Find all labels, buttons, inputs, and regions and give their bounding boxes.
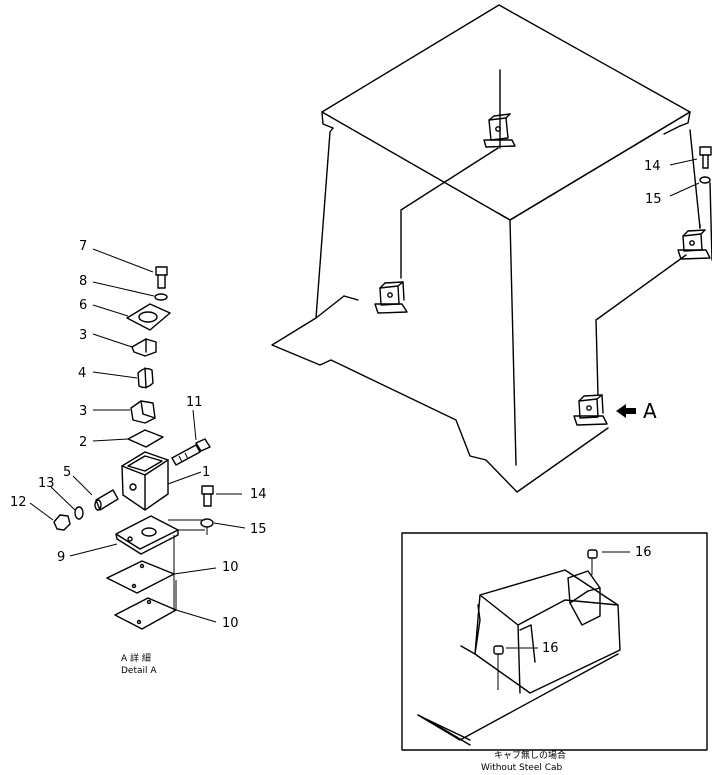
callout-9: 9 [57, 550, 65, 565]
view-marker-label: A [643, 399, 657, 423]
callout-12: 12 [10, 495, 27, 510]
cab-mount-left [374, 281, 408, 314]
callout-3-lower: 3 [79, 404, 87, 419]
part-10-shim-upper [106, 560, 175, 594]
part-3-cushion-upper [131, 338, 157, 357]
callout-13: 13 [38, 476, 55, 491]
part-9-base-plate [115, 515, 205, 555]
inset-caption-jp: キャブ無しの場合 [494, 749, 566, 761]
rear-washer-15 [699, 176, 711, 184]
part-7-bolt [155, 266, 168, 289]
callout-4: 4 [78, 366, 86, 381]
callout-16-upper: 16 [635, 545, 652, 560]
part-13-washer [74, 506, 84, 520]
part-10-shim-lower [114, 597, 177, 630]
cab-frame [271, 4, 712, 493]
part-14-bolt [201, 485, 214, 507]
callout-1: 1 [202, 465, 210, 480]
rear-bolt-14 [699, 146, 712, 169]
callout-8: 8 [79, 274, 87, 289]
callout-3-upper: 3 [79, 328, 87, 343]
callout-6: 6 [79, 298, 87, 313]
cab-mount-front [573, 394, 608, 426]
part-11-bolt [171, 438, 211, 466]
part-4-rubber [137, 367, 154, 389]
inset-drawing [417, 549, 621, 746]
part-3-cushion-lower [130, 400, 156, 424]
callout-10-lower: 10 [222, 616, 239, 631]
part-2-pad [127, 429, 164, 448]
callout-7: 7 [79, 239, 87, 254]
cab-mount-top [483, 113, 516, 148]
callout-16-lower: 16 [542, 641, 559, 656]
part-5-sleeve [94, 489, 119, 511]
callout-10-upper: 10 [222, 560, 239, 575]
detail-caption-jp: A 詳 細 [121, 652, 151, 664]
callout-15-detail: 15 [250, 522, 267, 537]
inset-frame [401, 532, 708, 751]
leader-lines [29, 248, 246, 623]
callout-5: 5 [63, 465, 71, 480]
callout-11: 11 [186, 395, 203, 410]
part-1-housing [121, 451, 169, 511]
callout-2: 2 [79, 435, 87, 450]
callout-14-detail: 14 [250, 487, 267, 502]
part-12-nut [53, 514, 71, 531]
callout-numbers: 1 2 3 3 4 5 6 7 8 9 10 10 11 12 13 14 15… [10, 159, 662, 656]
part-6-plate [126, 303, 171, 331]
cab-mount-rear [677, 229, 711, 260]
part-8-washer [154, 293, 168, 301]
callout-14-cab: 14 [644, 159, 661, 174]
callout-15-cab: 15 [645, 192, 662, 207]
inset-caption-en: Without Steel Cab [481, 763, 563, 773]
view-arrow-a: A [616, 399, 657, 423]
detail-caption-en: Detail A [121, 666, 157, 676]
